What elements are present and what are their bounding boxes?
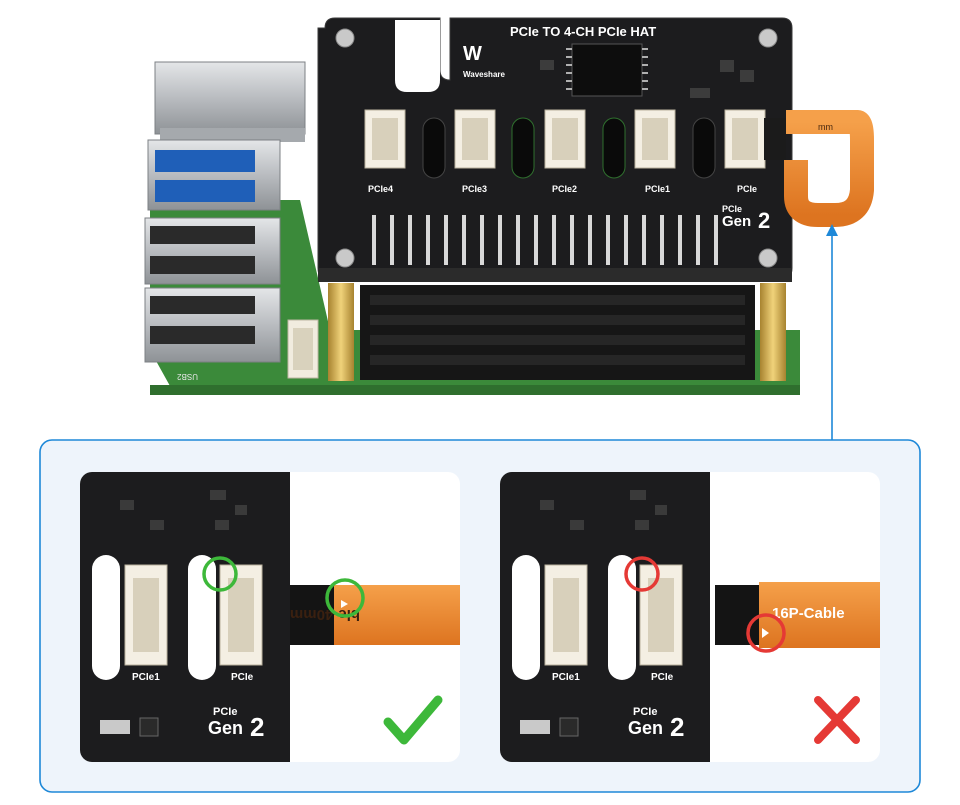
callout-arrow (826, 224, 838, 440)
port-label-pcie4: PCIe4 (368, 184, 393, 194)
port-label-pcie1: PCIe1 (552, 672, 580, 683)
gen-label-big: Gen (208, 718, 243, 738)
ffc-cable: mm (764, 110, 874, 227)
checkmark-icon (383, 695, 443, 745)
usb2-port (144, 217, 281, 363)
gen-label-number: 2 (250, 712, 264, 742)
brand-logo: W (463, 43, 482, 65)
usb3-port (147, 139, 281, 211)
port-label-pcie1: PCIe1 (645, 184, 670, 194)
header-pins (372, 215, 718, 265)
gen-label-small: PCIe (213, 706, 237, 718)
port-label-pcie: PCIe (231, 672, 254, 683)
cable-triangle-mark (341, 600, 348, 608)
raspberry-pi-board: USB2 (144, 61, 800, 395)
brand-name: Waveshare (463, 70, 506, 79)
connector-marker-highlight (202, 556, 238, 592)
cable-marker-highlight (746, 613, 786, 653)
wrong-orientation-card: PCIe1 PCIe PCIe Gen 2 16P-Cable (500, 472, 880, 762)
port-label-pcie3: PCIe3 (462, 184, 487, 194)
pcie2-connector (544, 109, 586, 169)
gen-label-big: Gen (722, 213, 751, 230)
ethernet-port (154, 61, 306, 142)
pcie4-connector (364, 109, 406, 169)
gen-label-number: 2 (758, 208, 770, 233)
gen-label-small: PCIe (633, 706, 657, 718)
pcie1-connector (634, 109, 676, 169)
gpio-header-block (360, 285, 755, 380)
correct-orientation-card: PCIe1 PCIe PCIe Gen 2 ble-40mm (80, 472, 460, 762)
connector-marker-highlight (624, 556, 660, 592)
pcie3-connector (454, 109, 496, 169)
cable-print: mm (818, 122, 833, 132)
gen-label-small: PCIe (722, 204, 742, 214)
pcie-input-connector (724, 109, 766, 169)
port-label-pcie2: PCIe2 (552, 184, 577, 194)
board-title: PCIe TO 4-CH PCIe HAT (510, 24, 656, 39)
cable-print: ble-40mm (290, 606, 360, 623)
gen-label-big: Gen (628, 718, 663, 738)
brass-standoff (760, 283, 786, 381)
port-label-pcie: PCIe (737, 184, 757, 194)
cable-print: 16P-Cable (772, 605, 845, 622)
gen-label-number: 2 (670, 712, 684, 742)
cable-triangle-mark (762, 628, 769, 638)
cross-icon (814, 696, 860, 744)
brass-standoff (328, 283, 354, 381)
port-label-pcie: PCIe (651, 672, 674, 683)
port-label-pcie1: PCIe1 (132, 672, 160, 683)
cable-marker-highlight (325, 578, 365, 618)
pcie-hat-board: PCIe TO 4-CH PCIe HAT W Waveshare (317, 17, 793, 282)
usb-silk-label: USB2 (177, 372, 198, 381)
mounting-screw (335, 28, 778, 268)
